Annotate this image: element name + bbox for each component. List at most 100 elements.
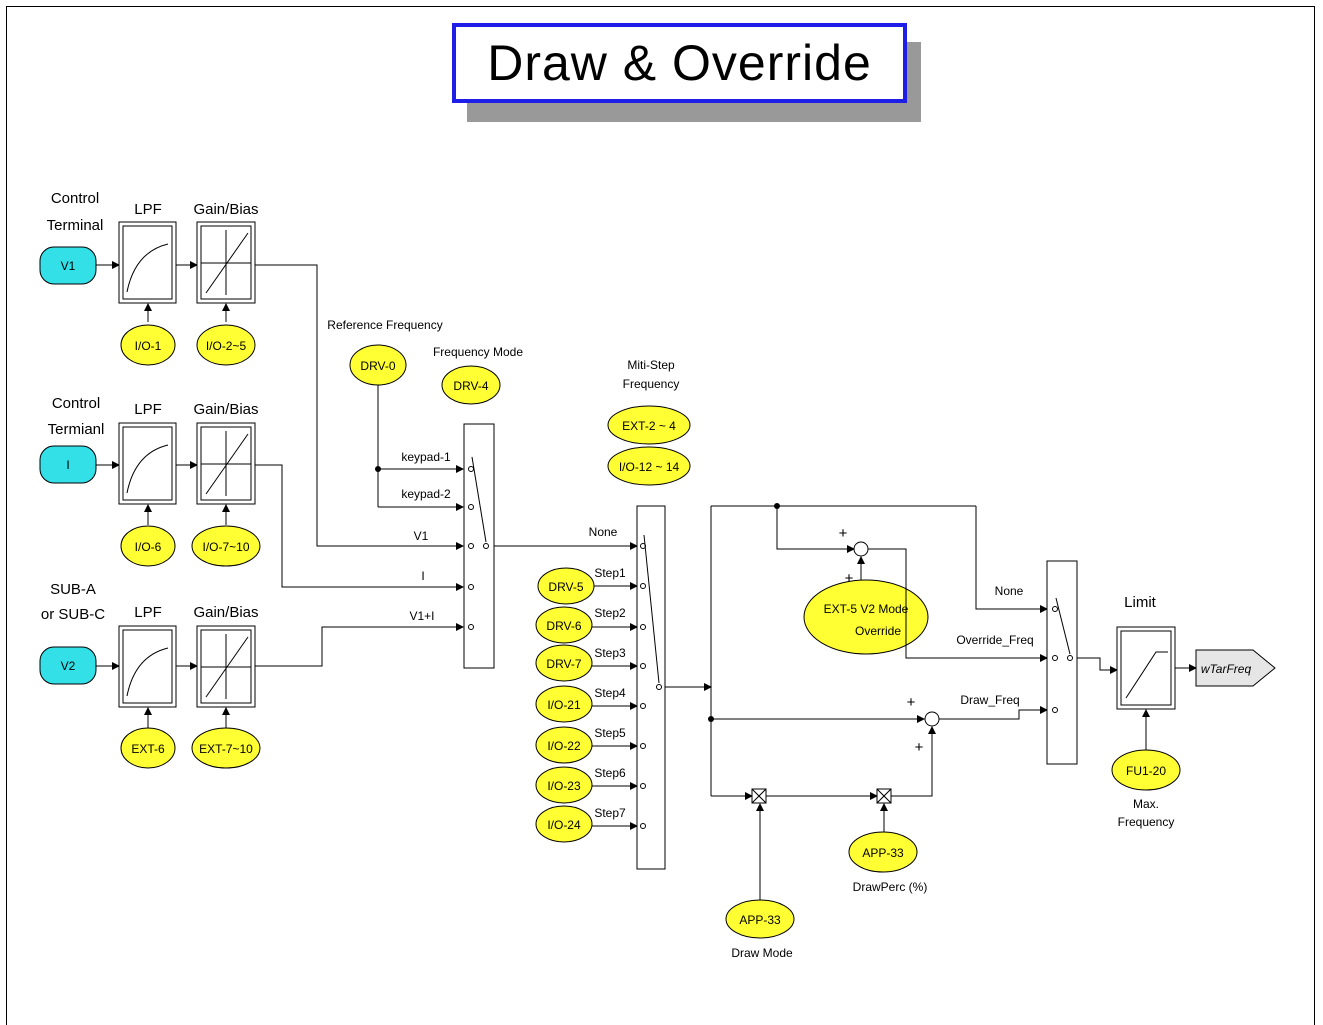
limit-block [1116, 626, 1176, 710]
v1-source-label-1: Control [51, 190, 99, 207]
svg-text:DRV-7: DRV-7 [546, 657, 581, 671]
svg-text:I/O-23: I/O-23 [547, 779, 581, 793]
switch1-label-keypad-2: keypad-2 [401, 487, 451, 501]
draw-multiplier-1 [751, 788, 767, 804]
switch2-label-step6: Step6 [594, 766, 626, 780]
override-summing-junction [853, 541, 869, 557]
max-frequency-caption-2: Frequency [1118, 815, 1175, 829]
switch2-label-none: None [589, 525, 618, 539]
lpf-label-1: LPF [134, 201, 162, 218]
svg-text:DRV-0: DRV-0 [360, 359, 395, 373]
svg-text:Override: Override [855, 624, 901, 638]
io12-14-param [607, 446, 691, 486]
draw-override-selector [1046, 560, 1078, 765]
drv4-param [441, 365, 501, 405]
gain-bias-block-2 [196, 422, 256, 505]
ext6-param [120, 727, 176, 769]
diagram-frame [6, 6, 1315, 1025]
svg-text:I/O-2~5: I/O-2~5 [206, 339, 247, 353]
switch1-label-v1: V1 [414, 529, 429, 543]
lpf-label-2: LPF [134, 401, 162, 418]
draw-perc-caption: DrawPerc (%) [853, 880, 928, 894]
i-source-label-2: Termianl [48, 421, 105, 438]
switch2-label-step7: Step7 [594, 806, 626, 820]
diagram-title: Draw & Override [452, 23, 907, 103]
svg-text:DRV-6: DRV-6 [546, 619, 581, 633]
draw-mode-caption: Draw Mode [731, 946, 793, 960]
io23-param [535, 766, 593, 804]
svg-text:EXT-2 ~ 4: EXT-2 ~ 4 [622, 419, 676, 433]
fu1-20-param [1111, 749, 1181, 791]
draw-summing-junction [924, 711, 940, 727]
app33-draw-perc-param [848, 831, 918, 873]
frequency-mode-selector [463, 423, 495, 669]
max-frequency-caption-1: Max. [1133, 797, 1159, 811]
frequency-mode-caption: Frequency Mode [433, 345, 523, 359]
ext2-4-param [607, 405, 691, 445]
svg-text:DRV-4: DRV-4 [453, 379, 488, 393]
v2-input-label: V2 [61, 659, 76, 673]
switch2-label-step1: Step1 [594, 566, 626, 580]
drv6-param [535, 606, 593, 644]
switch1-label-i: I [421, 569, 424, 583]
svg-text:I/O-21: I/O-21 [547, 698, 581, 712]
gain-bias-label-3: Gain/Bias [193, 604, 258, 621]
svg-text:EXT-5 V2 Mode: EXT-5 V2 Mode [824, 602, 909, 616]
io22-param [535, 726, 593, 764]
i-input-label: I [66, 458, 69, 472]
v2-source-label-2: or SUB-C [41, 606, 105, 623]
ext5-override-param [803, 579, 929, 655]
lpf-block-1 [118, 221, 177, 304]
io7-10-param [191, 525, 261, 567]
lpf-block-3 [118, 625, 177, 708]
switch1-label-v1-plus-i: V1+I [409, 609, 434, 623]
svg-text:APP-33: APP-33 [739, 913, 781, 927]
svg-text:DRV-5: DRV-5 [548, 580, 583, 594]
v1-source-label-2: Terminal [47, 217, 104, 234]
io2-5-param [196, 324, 256, 366]
drv7-param [535, 644, 593, 682]
io21-param [535, 685, 593, 723]
switch2-label-step5: Step5 [594, 726, 626, 740]
svg-text:I/O-6: I/O-6 [135, 540, 162, 554]
override-plus-sign-1: + [839, 525, 848, 542]
switch3-label-draw-freq: Draw_Freq [960, 693, 1019, 707]
lpf-block-2 [118, 422, 177, 505]
multi-step-selector [636, 505, 666, 870]
gain-bias-label-2: Gain/Bias [193, 401, 258, 418]
svg-text:FU1-20: FU1-20 [1126, 764, 1166, 778]
switch2-label-step3: Step3 [594, 646, 626, 660]
draw-plus-sign-2: + [915, 739, 924, 756]
svg-text:I/O-12 ~ 14: I/O-12 ~ 14 [619, 460, 680, 474]
switch2-label-step2: Step2 [594, 606, 626, 620]
v2-source-label-1: SUB-A [50, 581, 96, 598]
svg-text:I/O-22: I/O-22 [547, 739, 581, 753]
output-label: wTarFreq [1201, 662, 1252, 676]
io1-param [120, 324, 176, 366]
svg-text:EXT-7~10: EXT-7~10 [199, 742, 253, 756]
multi-step-caption-1: Miti-Step [627, 358, 675, 372]
svg-text:I/O-1: I/O-1 [135, 339, 162, 353]
draw-plus-sign-1: + [907, 694, 916, 711]
output-terminal [1195, 649, 1276, 687]
io24-param [535, 805, 593, 843]
i-source-label-1: Control [52, 395, 100, 412]
override-plus-sign-2: + [845, 570, 854, 587]
ext7-10-param [191, 727, 261, 769]
app33-draw-mode-param [725, 899, 795, 939]
draw-multiplier-2 [876, 788, 892, 804]
io6-param [120, 525, 176, 567]
switch1-label-keypad-1: keypad-1 [401, 450, 451, 464]
limit-label: Limit [1124, 594, 1157, 611]
svg-text:APP-33: APP-33 [862, 846, 904, 860]
switch3-label-override-freq: Override_Freq [956, 633, 1033, 647]
reference-frequency-caption: Reference Frequency [327, 318, 442, 332]
switch3-label-none: None [995, 584, 1024, 598]
svg-text:I/O-24: I/O-24 [547, 818, 581, 832]
lpf-label-3: LPF [134, 604, 162, 621]
v1-input-label: V1 [61, 259, 76, 273]
svg-text:EXT-6: EXT-6 [131, 742, 165, 756]
switch2-label-step4: Step4 [594, 686, 626, 700]
gain-bias-block-3 [196, 625, 256, 708]
